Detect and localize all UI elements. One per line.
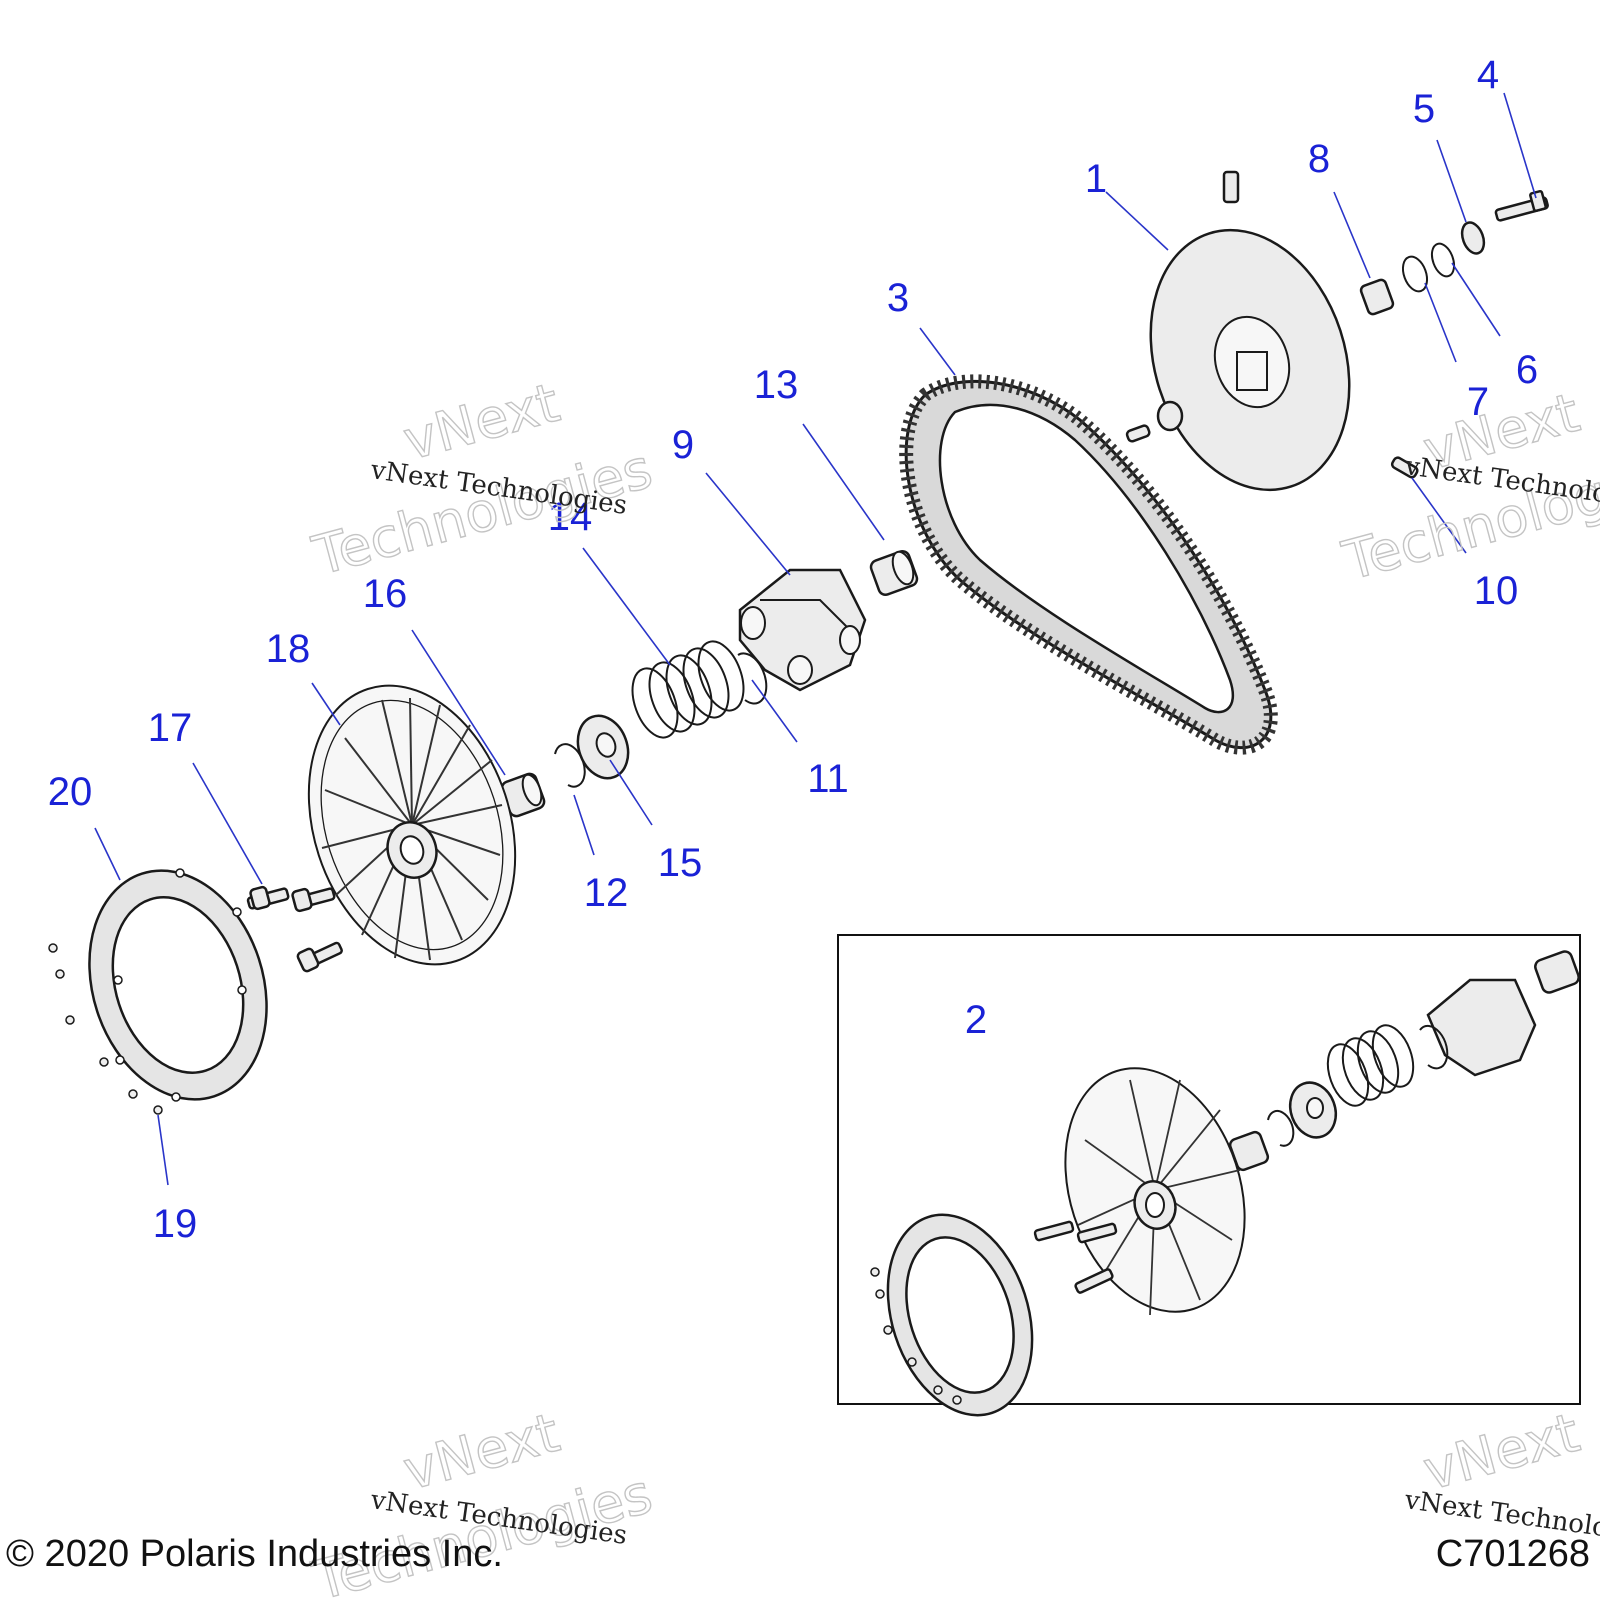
callout-5: 5 xyxy=(1413,87,1435,131)
callout-11: 11 xyxy=(807,757,849,801)
part-12-clip xyxy=(554,743,586,788)
callout-2: 2 xyxy=(965,998,987,1042)
part-16-bushing xyxy=(500,772,546,818)
callout-14: 14 xyxy=(548,495,593,539)
leader-lines xyxy=(94,92,1537,1186)
callout-numbers: 1 2 3 4 5 6 7 8 9 10 11 12 13 14 15 16 1… xyxy=(48,53,1538,1246)
callout-10: 10 xyxy=(1474,569,1519,613)
part-1-sheave xyxy=(1125,170,1419,492)
part-15-washer xyxy=(576,714,630,780)
part-14-spring xyxy=(631,640,745,739)
callout-7: 7 xyxy=(1467,380,1489,424)
callout-8: 8 xyxy=(1308,137,1330,181)
callout-3: 3 xyxy=(887,276,909,320)
drawing-code: C701268 xyxy=(1436,1533,1590,1575)
watermark-top-right: vNext Technologies vNext Technologies xyxy=(1335,380,1600,593)
copyright-text: © 2020 Polaris Industries Inc. xyxy=(6,1533,503,1575)
watermark-large-1a: vNext xyxy=(397,371,566,473)
part-9-spider xyxy=(738,568,867,692)
callout-6: 6 xyxy=(1516,348,1538,392)
callout-12: 12 xyxy=(584,871,629,915)
watermark-top-left: vNext Technologies vNext Technologies xyxy=(305,370,659,588)
callout-19: 19 xyxy=(153,1202,198,1246)
callout-20: 20 xyxy=(48,770,93,814)
part-3-belt xyxy=(899,374,1278,755)
callout-4: 4 xyxy=(1477,53,1499,97)
watermark-large-3a: vNext xyxy=(397,1401,566,1503)
callout-16: 16 xyxy=(363,572,408,616)
part-18-cover xyxy=(307,684,517,966)
watermark-large-4a: vNext xyxy=(1417,1401,1586,1503)
part-11-clip xyxy=(737,652,768,705)
callout-13: 13 xyxy=(754,363,799,407)
part-17-bolts xyxy=(246,885,343,973)
part-19-screws xyxy=(48,943,163,1115)
callout-15: 15 xyxy=(658,841,703,885)
callout-18: 18 xyxy=(266,627,311,671)
callout-17: 17 xyxy=(148,706,193,750)
part-20-gasket xyxy=(88,868,268,1102)
callout-1: 1 xyxy=(1085,157,1107,201)
callout-9: 9 xyxy=(672,423,694,467)
watermark-bottom-right: vNext vNext Technologies xyxy=(1402,1400,1600,1551)
part-13-bushing xyxy=(869,549,919,597)
parts-4-8-fasteners xyxy=(1359,189,1549,316)
inset-assembly-box xyxy=(837,934,1581,1417)
